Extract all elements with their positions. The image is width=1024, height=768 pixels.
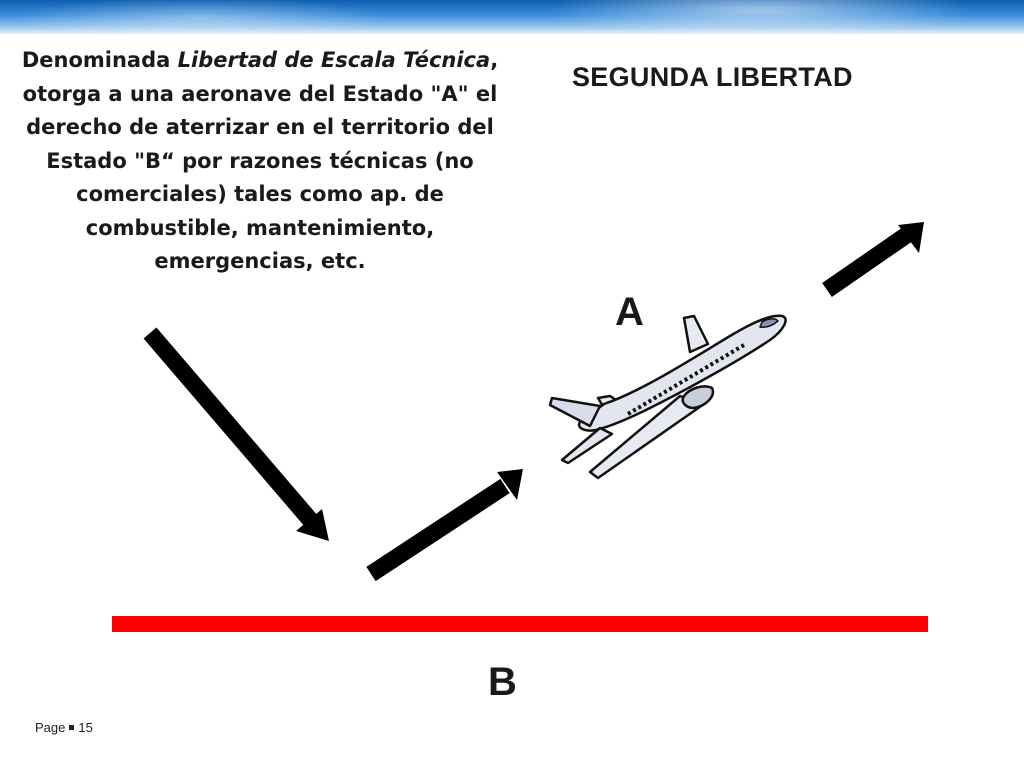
state-b-territory-line	[112, 616, 928, 632]
airplane-icon	[548, 314, 787, 480]
arrow-up-right-icon	[366, 469, 523, 582]
bullet-separator-icon	[69, 725, 75, 731]
description-prefix: Denominada	[21, 48, 178, 72]
state-b-label: B	[488, 660, 517, 704]
description-emphasis: Libertad de Escala Técnica	[177, 48, 491, 72]
arrow-down-right-icon	[143, 327, 329, 541]
state-a-label: A	[615, 290, 644, 334]
slide-description: Denominada Libertad de Escala Técnica, o…	[10, 44, 510, 279]
page-number: 15	[78, 720, 93, 735]
page-footer: Page 15	[35, 720, 93, 735]
header-banner	[0, 0, 1024, 34]
arrow-up-right-icon	[822, 222, 924, 297]
slide-title: SEGUNDA LIBERTAD	[572, 62, 853, 92]
page-word: Page	[35, 720, 66, 735]
description-suffix: , otorga a una aeronave del Estado "A" e…	[22, 48, 499, 273]
